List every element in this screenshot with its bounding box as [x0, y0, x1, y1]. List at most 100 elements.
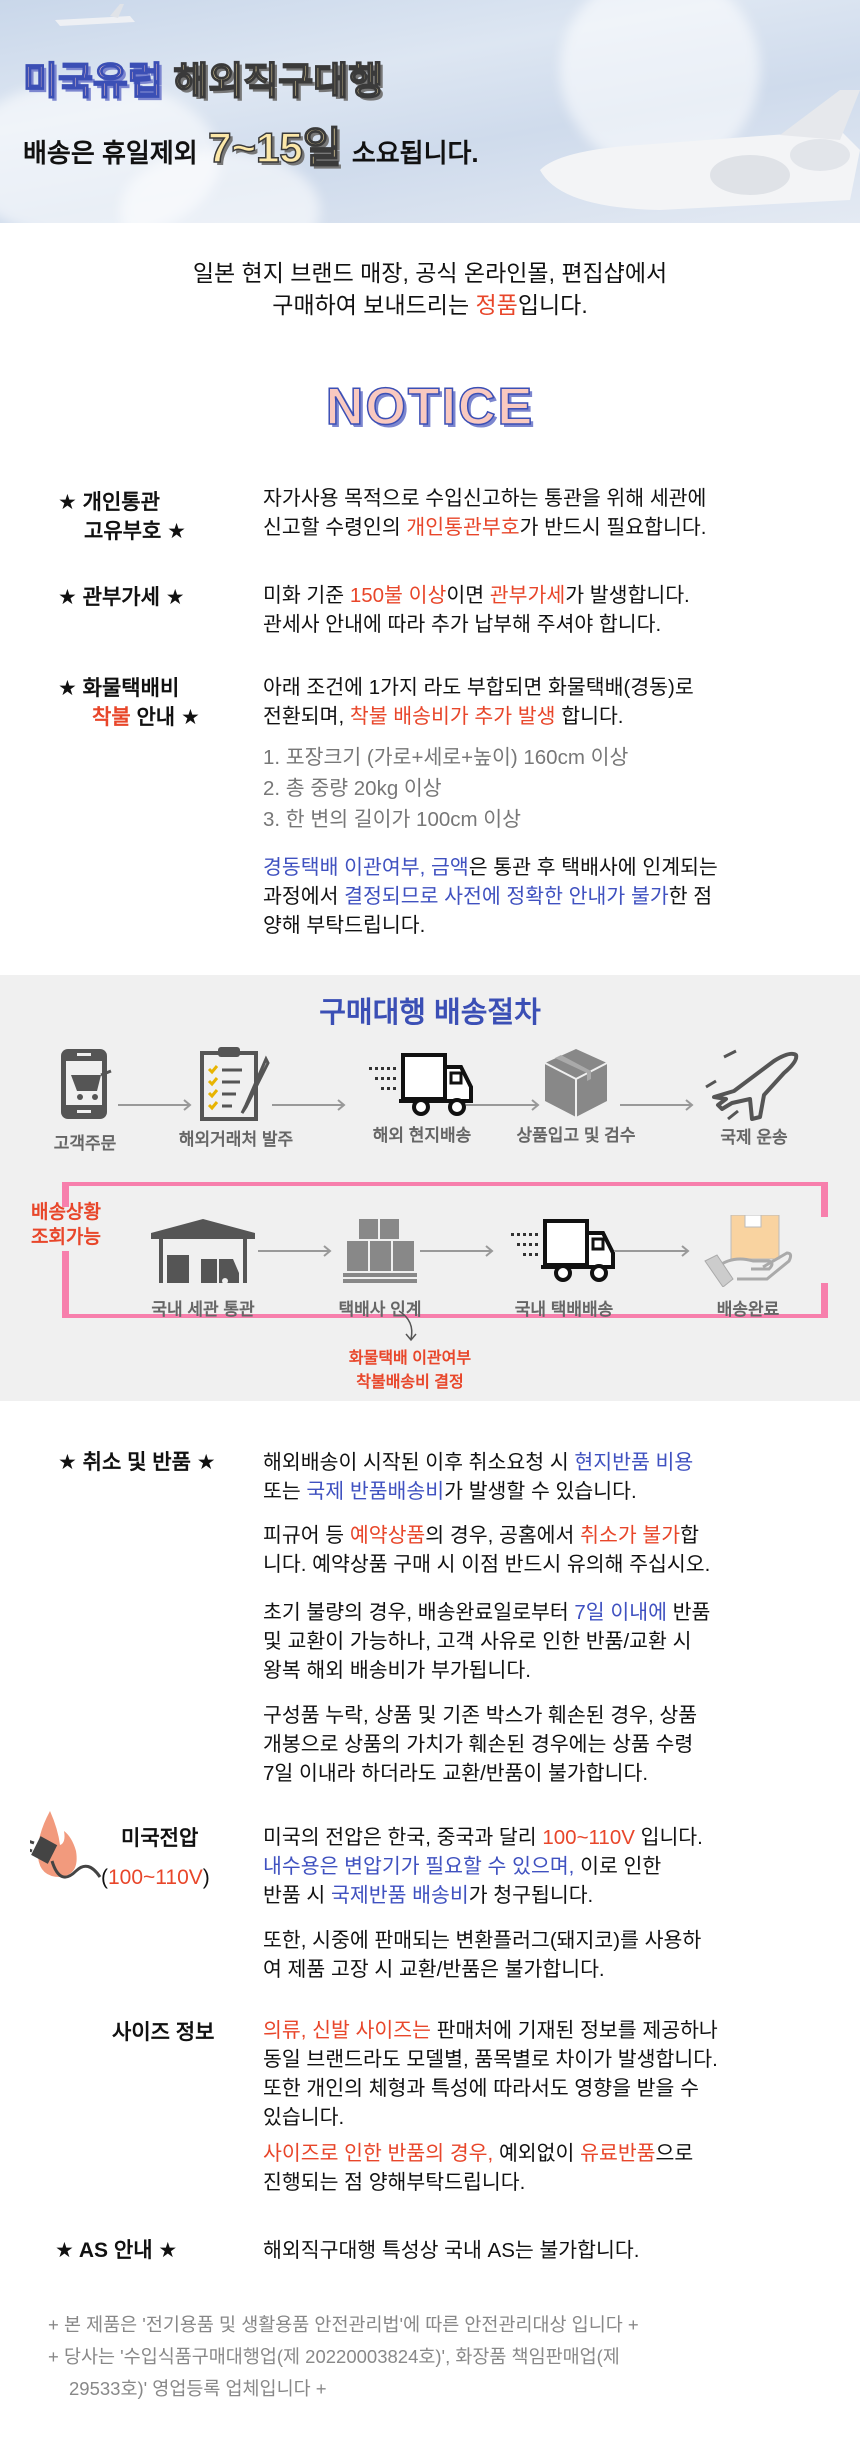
box-icon: [544, 1049, 608, 1117]
text-segment: 또한, 시중에 판매되는 변환플러그(돼지코)를 사용하: [263, 1929, 702, 1952]
text-segment: ★ 관부가세 ★: [58, 586, 185, 609]
step-overseas-order: 해외거래처 발주: [161, 1043, 311, 1150]
highlight-text: 취소가 불가: [580, 1524, 681, 1547]
highlight-text: 사이즈로 인한 반품의 경우,: [263, 2142, 494, 2165]
text-segment: 있습니다.: [263, 2106, 345, 2129]
tracking-available-label: 배송상황 조회가능: [24, 1200, 108, 1250]
text-line: 초기 불량의 경우, 배송완료일로부터 7일 이내에 반품: [263, 1598, 843, 1627]
highlight-text: 예약상품: [349, 1524, 426, 1547]
text-segment: 아래 조건에 1가지 라도 부합되면 화물택배(경동)로: [263, 676, 694, 699]
text-segment: 입니다.: [517, 292, 588, 318]
text-line: 의류, 신발 사이즈는 판매처에 기재된 정보를 제공하나: [263, 2016, 843, 2045]
arrow-right-icon: [118, 1099, 192, 1111]
text-segment: 양해 부탁드립니다.: [263, 914, 426, 937]
text-segment: 여 제품 고장 시 교환/반품은 불가합니다.: [263, 1958, 605, 1981]
highlight-text: 결정되므로 사전에 정확한 안내가 불가: [344, 885, 669, 908]
highlight-text: 국제 반품배송비: [306, 1480, 445, 1503]
text-line: 진행되는 점 양해부탁드립니다.: [263, 2168, 843, 2197]
voltage-text-1: 미국의 전압은 한국, 중국과 달리 100~110V 입니다.내수용은 변압기…: [263, 1823, 843, 1910]
banner-title-region: 미국유럽: [22, 60, 163, 104]
text-segment: 일본 현지 브랜드 매장, 공식 온라인몰, 편집샵에서: [192, 260, 668, 286]
text-segment: 구성품 누락, 상품 및 기존 박스가 훼손된 경우, 상품: [263, 1704, 698, 1727]
notice-title: NOTICE: [325, 377, 535, 437]
step-label: 국내 택배배송: [514, 1300, 614, 1319]
curved-arrow-down-icon: [398, 1310, 417, 1342]
tracking-label-line: 배송상황: [31, 1202, 101, 1223]
highlight-text: 의류, 신발 사이즈는: [263, 2019, 431, 2042]
text-line: 과정에서 결정되므로 사전에 정확한 안내가 불가한 점: [263, 882, 843, 911]
step-courier-handover: 택배사 인계: [305, 1219, 455, 1320]
text-line: 구매하여 보내드리는 정품입니다.: [0, 289, 860, 321]
text-segment: 입니다.: [634, 1826, 703, 1849]
text-segment: 관세사 안내에 따라 추가 납부해 주셔야 합니다.: [263, 613, 662, 636]
text-line: 및 교환이 가능하나, 고객 사유로 인한 반품/교환 시: [263, 1627, 843, 1656]
highlight-text: 정품: [475, 292, 518, 318]
text-line: 니다. 예약상품 구매 시 이점 반드시 유의해 주십시오.: [263, 1550, 843, 1579]
step-label: 고객주문: [53, 1134, 117, 1153]
text-segment: 안내 ★: [130, 706, 200, 729]
text-line: 관세사 안내에 따라 추가 납부해 주셔야 합니다.: [263, 610, 843, 639]
highlight-text: 현지반품 비용: [574, 1451, 694, 1474]
note-line: 화물택배 이관여부: [348, 1350, 472, 1367]
text-segment: 신고할 수령인의: [263, 516, 407, 539]
truck-icon: [511, 1219, 615, 1282]
step-label: 해외 현지배송: [372, 1126, 472, 1145]
text-segment: 고유부호 ★: [84, 520, 186, 543]
step-local-delivery: 해외 현지배송: [347, 1053, 497, 1146]
text-line: 전환되며, 착불 배송비가 추가 발생 합니다.: [263, 702, 843, 731]
text-line: 또는 국제 반품배송비가 발생할 수 있습니다.: [263, 1477, 843, 1506]
text-segment: 합니다.: [555, 705, 624, 728]
text-line: 또한, 시중에 판매되는 변환플러그(돼지코)를 사용하: [263, 1926, 843, 1955]
text-segment: 가 발생합니다.: [565, 584, 690, 607]
text-line: 여 제품 고장 시 교환/반품은 불가합니다.: [263, 1955, 843, 1984]
text-line: 해외직구대행 특성상 국내 AS는 불가합니다.: [263, 2236, 843, 2265]
text-line: 동일 브랜드라도 모델별, 품목별로 차이가 발생합니다.: [263, 2045, 843, 2074]
text-segment: 피규어 등: [263, 1524, 350, 1547]
highlight-text: 내수용은 변압기가 필요할 수 있으며,: [263, 1855, 575, 1878]
small-airplane-image: [55, 4, 135, 26]
text-segment: ★ AS 안내 ★: [55, 2239, 178, 2262]
airplane-icon: [705, 1049, 799, 1121]
text-line: 반품 시 국제반품 배송비가 청구됩니다.: [263, 1881, 843, 1910]
text-segment: 이면: [446, 584, 490, 607]
highlight-text: 100~110V: [542, 1826, 635, 1849]
text-segment: 은 통관 후 택배사에 인계되는: [468, 856, 718, 879]
text-line: 미화 기준 150불 이상이면 관부가세가 발생합니다.: [263, 581, 843, 610]
text-line: 일본 현지 브랜드 매장, 공식 온라인몰, 편집샵에서: [0, 257, 860, 289]
text-segment: 초기 불량의 경우, 배송완료일로부터: [263, 1601, 575, 1624]
text-segment: 진행되는 점 양해부탁드립니다.: [263, 2171, 526, 2194]
step-domestic-delivery: 국내 택배배송: [489, 1219, 639, 1320]
step-label: 국내 세관 통관: [151, 1300, 255, 1319]
step-customs-clearance: 국내 세관 통관: [128, 1219, 278, 1320]
text-segment: 자가사용 목적으로 수입신고하는 통관을 위해 세관에: [263, 487, 707, 510]
text-line: 개봉으로 상품의 가치가 훼손된 경우에는 상품 수령: [263, 1730, 843, 1759]
arrow-right-icon: [614, 1245, 690, 1257]
text-line: 피규어 등 예약상품의 경우, 공홈에서 취소가 불가합: [263, 1521, 843, 1550]
highlight-text: 착불: [92, 706, 131, 729]
footer-line: + 당사는 '수입식품구매대행업(제 20220003824호)', 화장품 책…: [48, 2346, 620, 2367]
text-segment: 미화 기준: [263, 584, 350, 607]
text-segment: ★ 화물택배비: [58, 677, 180, 700]
pallet-icon: [343, 1219, 417, 1283]
as-text: 해외직구대행 특성상 국내 AS는 불가합니다.: [263, 2236, 843, 2265]
text-segment: 으로: [655, 2142, 694, 2165]
shipping-process-title: 구매대행 배송절차: [319, 997, 541, 1029]
text-segment: 한 점: [668, 885, 713, 908]
text-segment: 반품: [666, 1601, 711, 1624]
banner-title: 미국유럽 해외직구대행: [22, 50, 384, 105]
arrow-right-icon: [466, 1099, 540, 1111]
text-segment: 개봉으로 상품의 가치가 훼손된 경우에는 상품 수령: [263, 1733, 694, 1756]
truck-icon: [369, 1053, 473, 1116]
text-segment: 또한 개인의 체형과 특성에 따라서도 영향을 받을 수: [263, 2077, 699, 2100]
voltage-value: 100~110V: [108, 1866, 203, 1889]
text-segment: 전환되며,: [263, 705, 350, 728]
